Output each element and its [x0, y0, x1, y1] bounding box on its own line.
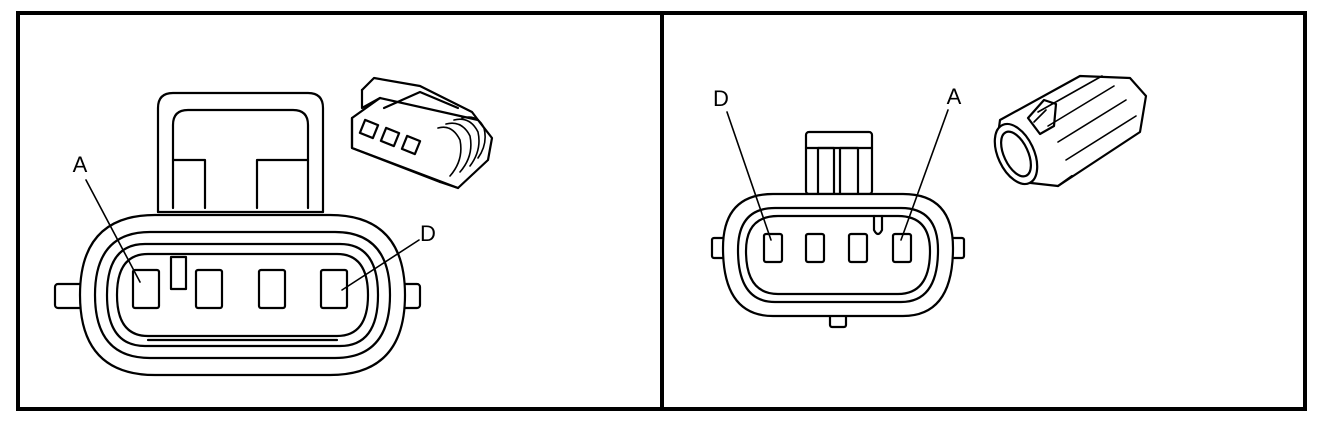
right-connector-housing [710, 192, 966, 329]
left-cavity-c [257, 268, 287, 310]
right-panel: D A [710, 74, 1148, 329]
left-connector-housing [53, 213, 422, 377]
right-pin-last-label: A [947, 84, 962, 109]
left-cavity-d [319, 268, 349, 310]
right-pin-first-leader [726, 111, 772, 241]
left-pin-last-label: D [420, 221, 436, 246]
right-pin-last-leader [900, 109, 949, 241]
right-cavity-a [891, 232, 913, 264]
right-cavity-d [762, 232, 784, 264]
right-pin-first-label: D [713, 86, 729, 111]
right-cavity-b [847, 232, 869, 264]
left-connector-latch [156, 91, 325, 214]
left-pin-last-leader [341, 239, 420, 291]
left-pin-first-label: A [73, 152, 88, 177]
right-terminal-cavities [762, 232, 913, 264]
left-connector-perspective-view [350, 76, 494, 190]
left-terminal-cavities [131, 268, 349, 310]
left-panel: A D [53, 76, 494, 377]
left-cavity-b [194, 268, 224, 310]
right-connector-perspective-view [993, 74, 1148, 188]
right-cavity-c [804, 232, 826, 264]
right-connector-latch [804, 130, 874, 196]
left-pin-first-leader [85, 179, 141, 283]
